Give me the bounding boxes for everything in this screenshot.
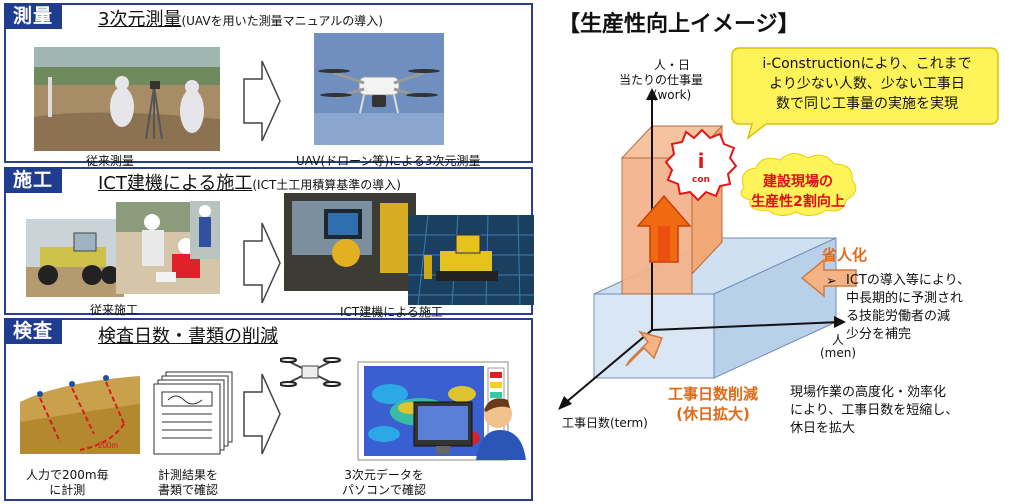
uav-drone-photo bbox=[314, 33, 444, 145]
labor-saving-text: ICTの導入等により、 中長期的に予測され る技能労働者の減 少分を補完 bbox=[846, 273, 971, 342]
survey-arrow-icon bbox=[243, 60, 281, 142]
conventional-construction-caption: 従来施工 bbox=[90, 303, 139, 317]
conventional-survey-photo bbox=[34, 47, 220, 151]
construction-title: ICT建機による施工(ICT土工用積算基準の導入) bbox=[98, 173, 401, 194]
grader-photo bbox=[26, 219, 124, 297]
svg-text:con: con bbox=[692, 175, 710, 185]
x-axis-label: 人 (men) bbox=[820, 333, 857, 360]
pc-3d-data-illustration bbox=[280, 357, 526, 461]
z-axis-label: 工事日数(term) bbox=[562, 416, 648, 430]
ict-construction-caption: ICT建機による施工 bbox=[340, 305, 443, 319]
inspection-badge: 検査 bbox=[4, 318, 62, 344]
ict-cab-photo bbox=[284, 193, 416, 291]
manual-measurement-illustration: 200m bbox=[20, 372, 140, 454]
productivity-cloud bbox=[740, 153, 857, 216]
y-axis-label: 人・日 当たりの仕事量 (work) bbox=[619, 58, 704, 102]
days-reduction-title: 工事日数削減 (休日拡大) bbox=[668, 385, 759, 423]
construction-arrow-icon bbox=[243, 222, 281, 304]
days-reduction-text: 現場作業の高度化・効率化 により、工事日数を短縮し、 休日を拡大 bbox=[790, 385, 959, 436]
inspection-arrow-icon bbox=[243, 373, 281, 455]
surveyor-photo bbox=[190, 201, 220, 259]
conventional-survey-caption: 従来測量 bbox=[86, 154, 135, 168]
construction-panel: 施工 ICT建機による施工(ICT土工用積算基準の導入) 従来施工 bbox=[4, 167, 534, 319]
productivity-3d-diagram: i con bbox=[558, 47, 999, 410]
manual-measurement-caption: 人力で200m毎 に計測 bbox=[26, 468, 109, 497]
labor-bullet-icon: ➢ bbox=[826, 274, 837, 289]
documents-stack-icon bbox=[153, 371, 233, 455]
survey-badge: 測量 bbox=[4, 3, 62, 29]
i-con-icon: i con bbox=[664, 128, 738, 202]
pc-3d-data-caption: 3次元データを パソコンで確認 bbox=[342, 468, 427, 497]
construction-badge: 施工 bbox=[4, 167, 62, 193]
survey-panel: 測量 3次元測量(UAVを用いた測量マニュアルの導入) 従来測量 bbox=[4, 3, 533, 168]
diagram-title: 【生産性向上イメージ】 bbox=[558, 12, 800, 37]
cloud-text: 建設現場の 生産性2割向上 bbox=[751, 174, 845, 210]
inspection-panel: 検査 検査日数・書類の削減 200m 人力で200m毎 に計測 bbox=[4, 318, 533, 501]
uav-survey-caption: UAV(ドローン等)による3次元測量 bbox=[296, 154, 481, 168]
survey-title: 3次元測量(UAVを用いた測量マニュアルの導入) bbox=[98, 9, 383, 30]
svg-text:i: i bbox=[698, 149, 705, 173]
i-construction-callout bbox=[731, 47, 999, 141]
ict-bulldozer-photo bbox=[408, 215, 534, 305]
sketch-200m-label: 200m bbox=[98, 441, 118, 450]
inspection-title: 検査日数・書類の削減 bbox=[98, 326, 278, 347]
documents-caption: 計測結果を 書類で確認 bbox=[158, 468, 219, 497]
labor-saving-title: 省人化 bbox=[822, 246, 868, 264]
callout-text: i-Constructionにより、これまで より少ない人数、少ない工事日 数で… bbox=[762, 56, 972, 112]
